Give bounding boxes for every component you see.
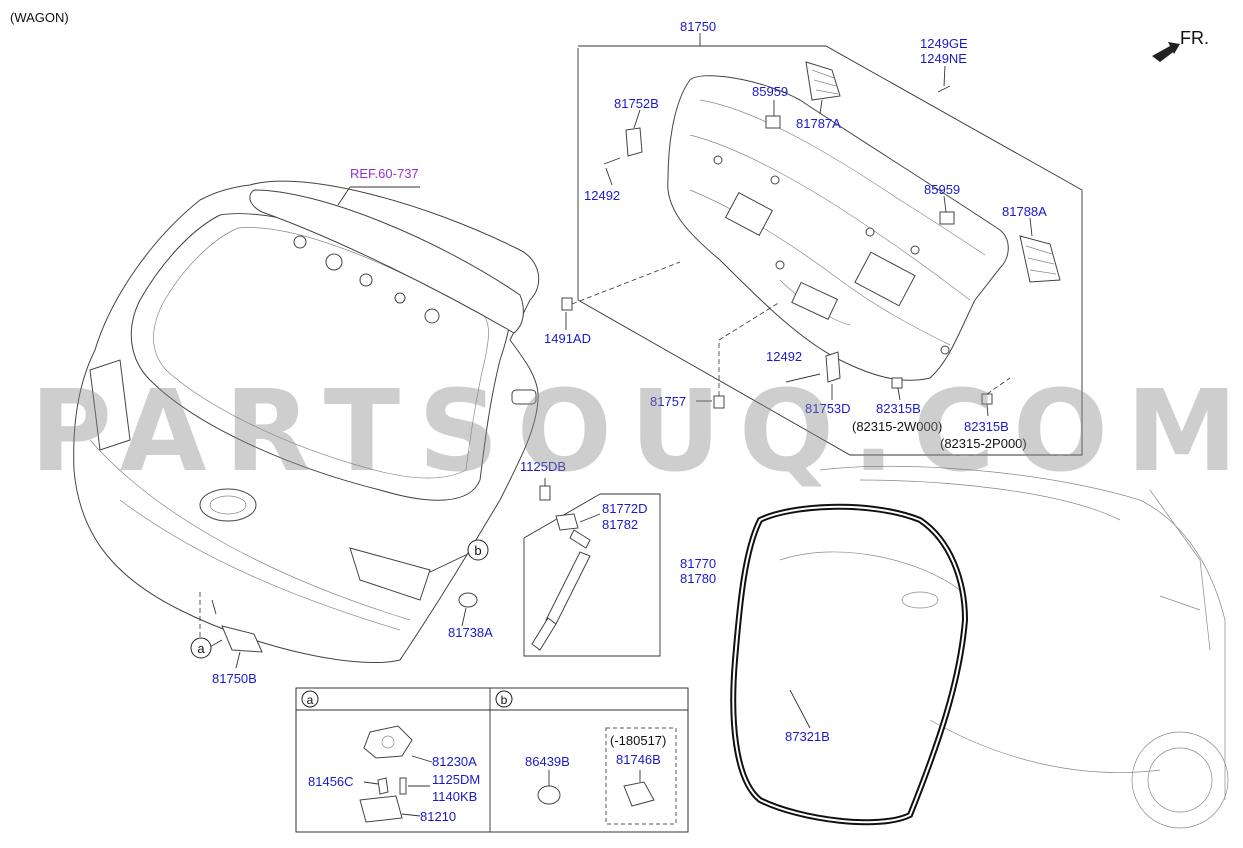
label-87321B: 87321B [785,729,830,744]
label-1125DM: 1125DM [432,772,480,787]
label-81772D: 81772D [602,501,648,516]
label-82315-2W000: (82315-2W000) [852,419,942,434]
circle-ref-a: a [190,637,212,659]
label-81456C: 81456C [308,774,354,789]
vehicle-rear-view [730,465,1229,829]
label-81770: 81770 [680,556,716,571]
trim-assembly-frame [577,33,1083,456]
label-81738A: 81738A [448,625,493,640]
label-81753D: 81753D [805,401,851,416]
circle-ref-b: b [467,539,489,561]
label-81210: 81210 [420,809,456,824]
front-direction-arrow-icon [1152,42,1180,62]
label-81750B: 81750B [212,671,257,686]
label-85959-mid: 85959 [924,182,960,197]
trim-leader-lines [565,65,1033,417]
label-81746B: 81746B [616,752,661,767]
label-81787A: 81787A [796,116,841,131]
label-82315B-2: 82315B [964,419,1009,434]
label-81757: 81757 [650,394,686,409]
label-1249GE: 1249GE [920,36,968,51]
label-81752B: 81752B [614,96,659,111]
label-86439B: 86439B [525,754,570,769]
fr-label: FR. [1180,28,1209,48]
label-81230A: 81230A [432,754,477,769]
label-82315-2P000: (82315-2P000) [940,436,1027,451]
label-1249NE: 1249NE [920,51,967,66]
ref-label: REF.60-737 [350,166,419,181]
label-12492-top: 12492 [584,188,620,203]
label-81782: 81782 [602,517,638,532]
detail-header-a: a [307,693,314,707]
small-trim-parts [561,61,1061,409]
label-1140KB: 1140KB [432,789,477,804]
detail-header-b: b [501,693,508,707]
watermark: PARTSOUQ.COM [30,367,1243,497]
svg-text:a: a [197,641,205,656]
label-85959-top: 85959 [752,84,788,99]
tailgate-trim-panel [667,75,1009,381]
svg-text:b: b [474,543,481,558]
tailgate-body [73,180,540,664]
label-12492-mid: 12492 [766,349,802,364]
label-81788A: 81788A [1002,204,1047,219]
gas-strut-assembly [523,478,661,657]
label-82315B-1: 82315B [876,401,921,416]
tailgate-small-parts [199,186,478,669]
label-date-range: (-180517) [610,733,666,748]
detail-box: a b [295,687,689,833]
label-81780: 81780 [680,571,716,586]
label-81750: 81750 [680,19,716,34]
label-1125DB: 1125DB [520,459,566,474]
variant-label: (WAGON) [10,10,69,25]
label-1491AD: 1491AD [544,331,591,346]
